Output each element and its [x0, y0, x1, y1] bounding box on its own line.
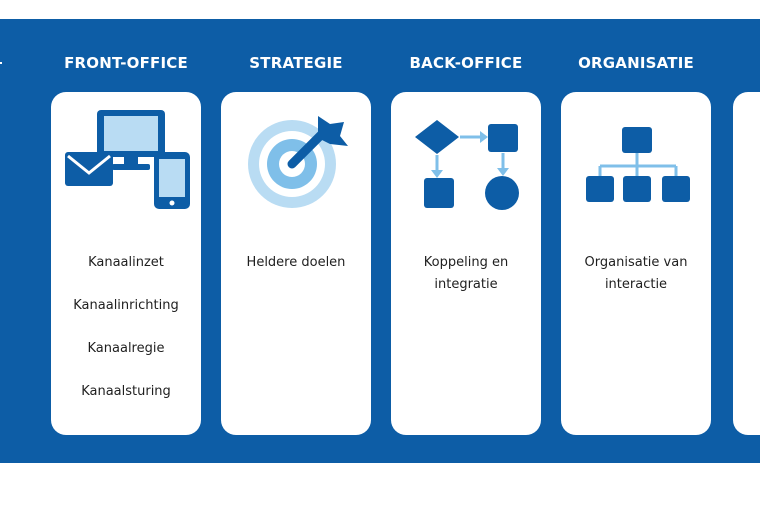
target-icon	[221, 100, 371, 230]
card-strategie: Heldere doelen	[221, 92, 371, 435]
items-strategie: Heldere doelen	[221, 252, 371, 295]
column-title-front-office: FRONT-OFFICE	[64, 54, 188, 72]
items-front-office: Kanaalinzet Kanaalinrichting Kanaalregie…	[51, 252, 201, 424]
column-title-strategie: STRATEGIE	[249, 54, 343, 72]
column-back-office: BACK-OFFICE	[386, 19, 546, 463]
edge-mark	[0, 62, 2, 64]
column-strategie: STRATEGIE Heldere doelen	[216, 19, 376, 463]
diagram-panel: FRONT-OFFICE Kan	[0, 19, 760, 463]
list-item: integratie	[434, 277, 498, 292]
list-item: Kanaalsturing	[81, 384, 171, 399]
list-item: Organisatie van	[584, 255, 688, 270]
card-front-office: Kanaalinzet Kanaalinrichting Kanaalregie…	[51, 92, 201, 435]
list-item: Kanaalregie	[87, 341, 165, 356]
list-item: Heldere doelen	[246, 255, 346, 270]
card-partial	[733, 92, 760, 435]
card-back-office: Koppeling en integratie	[391, 92, 541, 435]
column-title-back-office: BACK-OFFICE	[409, 54, 523, 72]
devices-icon	[51, 100, 201, 230]
list-item: Kanaalinrichting	[73, 298, 179, 313]
items-organisatie: Organisatie van interactie	[561, 252, 711, 296]
flowchart-icon	[391, 100, 541, 230]
column-front-office: FRONT-OFFICE Kan	[46, 19, 206, 463]
items-back-office: Koppeling en integratie	[391, 252, 541, 296]
column-organisatie: ORGANISATIE Orga	[556, 19, 716, 463]
list-item: interactie	[604, 277, 668, 292]
list-item: Kanaalinzet	[88, 255, 164, 270]
list-item: Koppeling en	[423, 255, 509, 270]
org-chart-icon	[561, 100, 711, 230]
card-organisatie: Organisatie van interactie	[561, 92, 711, 435]
column-title-organisatie: ORGANISATIE	[578, 54, 694, 72]
